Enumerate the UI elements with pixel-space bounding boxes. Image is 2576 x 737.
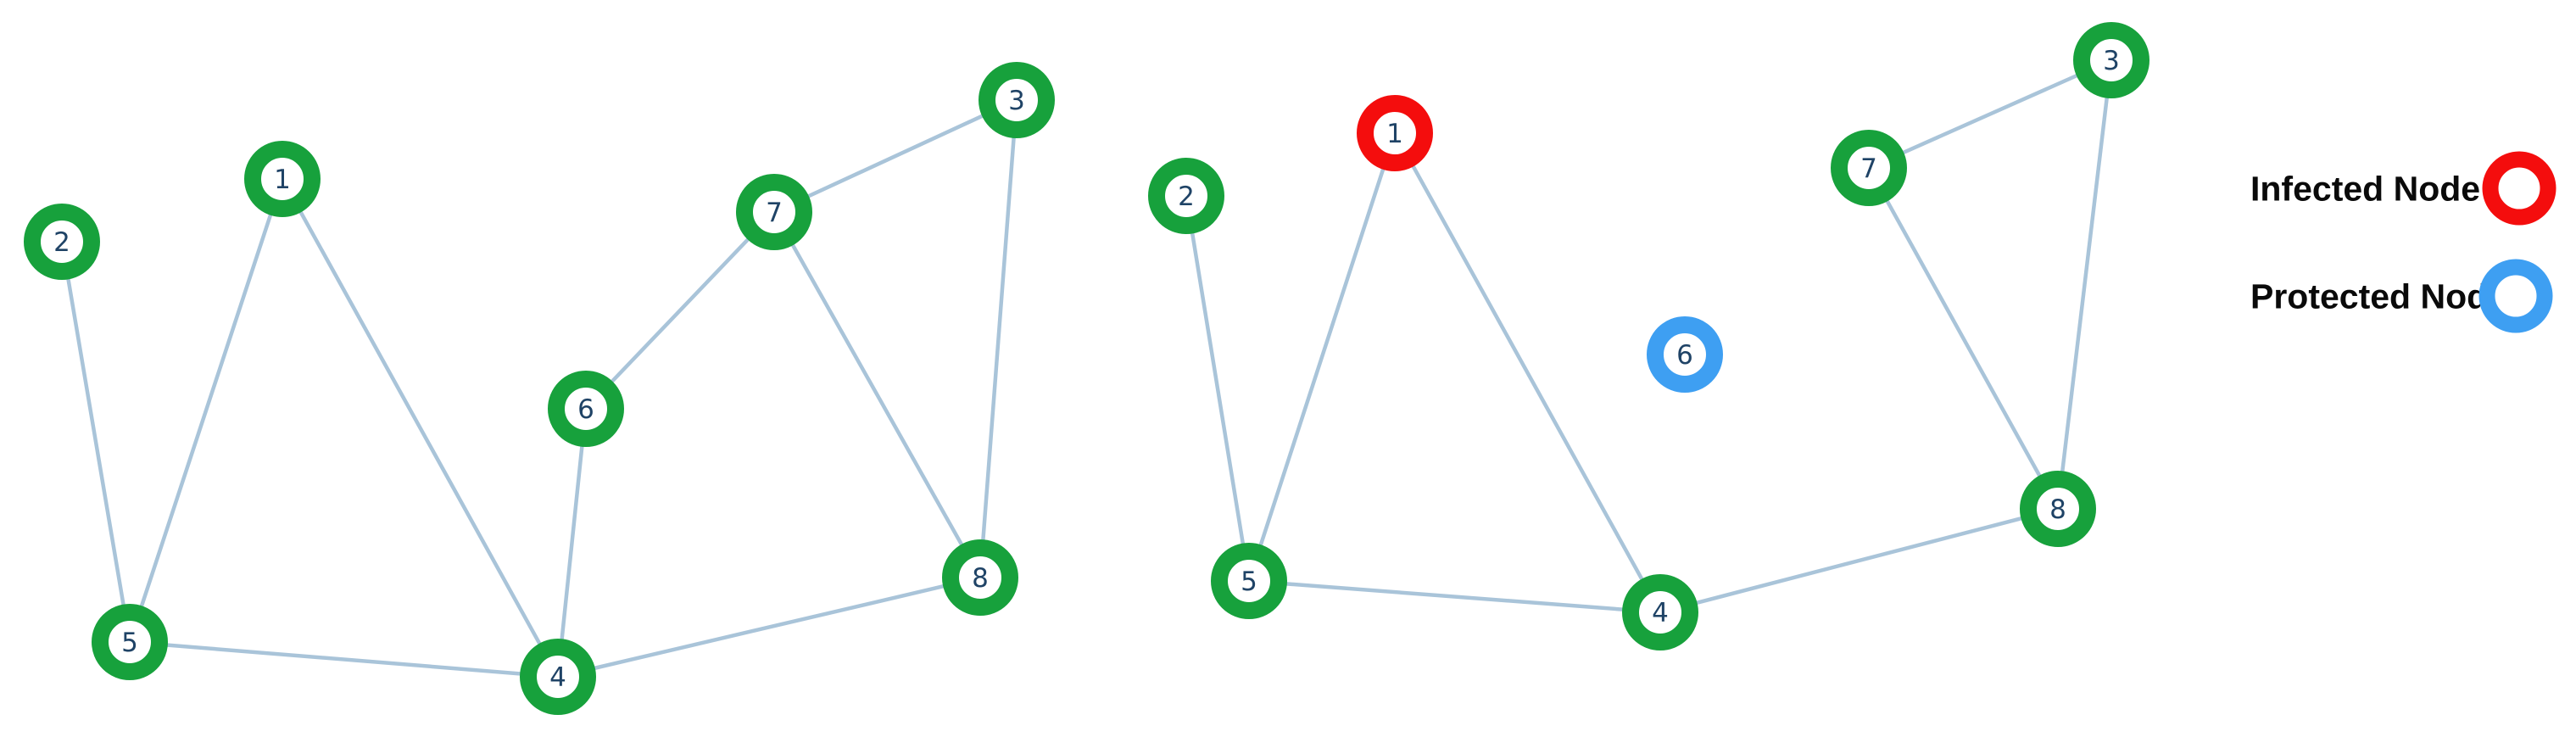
legend-label-infected: Infected Node	[2250, 169, 2480, 208]
graph-edge-4-5	[129, 639, 559, 679]
graph-edge-1-4	[281, 177, 560, 678]
graph-node-7-healthy	[736, 174, 812, 250]
graph-node-label-8: 8	[972, 563, 989, 594]
graph-node-label-1: 1	[1386, 119, 1403, 149]
graph-node-7-healthy	[1831, 130, 1907, 206]
graph-node-label-6: 6	[1676, 340, 1693, 371]
graph-edge-7-8	[1867, 166, 2060, 511]
graph-node-5-healthy	[1211, 543, 1287, 619]
graph-edge-4-6	[555, 408, 588, 678]
graph-node-label-3: 3	[2103, 46, 2120, 76]
graph-edge-1-5	[127, 178, 285, 643]
graph-node-1-healthy	[244, 141, 321, 217]
graph-node-5-healthy	[92, 604, 168, 680]
graph-edge-4-8	[1659, 506, 2059, 615]
graph-edge-3-7	[773, 98, 1018, 215]
graph-node-label-4: 4	[549, 662, 566, 693]
graph-node-label-1: 1	[274, 165, 291, 195]
graph-node-label-2: 2	[1178, 181, 1195, 212]
graph-node-label-8: 8	[2049, 494, 2066, 525]
graph-edge-2-5	[1184, 195, 1252, 582]
graph-node-2-healthy	[1148, 158, 1224, 234]
graph-node-3-healthy	[979, 62, 1055, 138]
graph-edge-1-4	[1393, 131, 1662, 614]
graph-node-8-healthy	[2020, 471, 2096, 547]
graph-initial-network: 1 2 3 4 5 6 7 8	[24, 62, 1055, 715]
graph-edge-7-8	[772, 210, 982, 579]
graph-node-label-3: 3	[1008, 86, 1025, 116]
graph-after-infection-protection: 1 2 3 4 5 6 7 8	[1148, 22, 2149, 650]
graph-node-label-2: 2	[53, 227, 70, 258]
graph-node-3-healthy	[2073, 22, 2149, 98]
graph-node-label-6: 6	[577, 394, 594, 425]
graph-node-4-healthy	[1622, 574, 1698, 650]
legend-ring-infected-icon	[2482, 151, 2556, 226]
graph-node-label-7: 7	[1860, 154, 1877, 184]
legend-ring-protected-icon	[2478, 259, 2553, 333]
graph-node-1-infected	[1357, 95, 1433, 171]
graph-node-6-healthy	[548, 371, 624, 447]
graph-edge-3-8	[978, 99, 1019, 578]
graph-node-label-5: 5	[121, 628, 138, 658]
graph-edge-4-8	[557, 575, 981, 679]
graph-edge-3-8	[2055, 59, 2114, 510]
legend-label-protected: Protected Node	[2250, 276, 2507, 315]
graph-node-2-healthy	[24, 204, 100, 280]
graph-node-label-4: 4	[1652, 598, 1669, 628]
graph-node-4-healthy	[520, 639, 596, 715]
graph-edge-6-7	[584, 210, 776, 410]
graph-node-6-protected	[1647, 316, 1723, 393]
graph-edge-3-7	[1868, 58, 2112, 170]
graph-edge-2-5	[59, 241, 132, 643]
graph-node-label-7: 7	[766, 198, 783, 228]
graph-edge-1-5	[1246, 132, 1397, 582]
graph-node-label-5: 5	[1241, 567, 1257, 597]
graph-edge-4-5	[1248, 578, 1661, 615]
graph-node-8-healthy	[942, 539, 1018, 616]
